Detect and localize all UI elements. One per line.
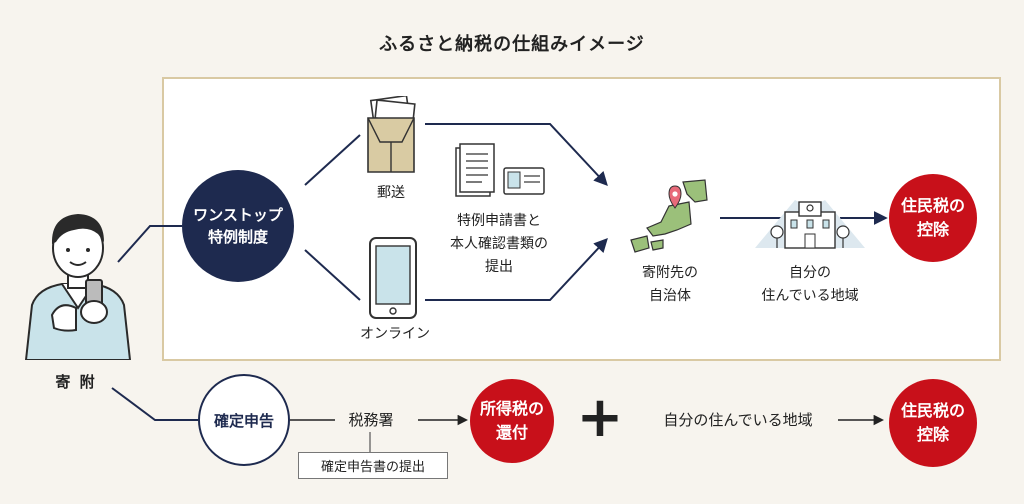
documents-id-icon xyxy=(455,143,545,197)
arrow-mail-municipality xyxy=(425,123,608,187)
line-onestop-online xyxy=(304,249,361,301)
tax-return-submit-box: 確定申告書の提出 xyxy=(298,452,448,479)
line-onestop-mail xyxy=(304,134,361,186)
municipality-label: 寄附先の 自治体 xyxy=(642,265,698,304)
online-label: オンライン xyxy=(360,326,430,342)
documents-label: 特例申請書と 本人確認書類の 提出 xyxy=(450,213,548,275)
resident-tax-top-circle: 住民税の 控除 xyxy=(889,174,977,262)
home-area-inline-label: 自分の住んでいる地域 xyxy=(663,411,813,429)
line-person-onestop xyxy=(117,225,182,263)
line-person-taxreturn xyxy=(111,387,198,421)
income-tax-refund-circle: 所得税の 還付 xyxy=(470,379,554,463)
japan-map-icon xyxy=(630,179,708,253)
plus-sign: + xyxy=(576,385,624,450)
envelope-icon xyxy=(367,96,416,173)
home-area-label: 自分の 住んでいる地域 xyxy=(761,265,859,304)
resident-tax-bottom-circle: 住民税の 控除 xyxy=(889,379,977,467)
donor-label: 寄 附 xyxy=(55,373,97,391)
onestop-circle: ワンストップ 特例制度 xyxy=(182,170,294,282)
tax-office-label: 税務署 xyxy=(348,411,394,429)
mail-label: 郵送 xyxy=(377,185,405,201)
person-illustration xyxy=(24,214,132,360)
page-title: ふるさと納税の仕組みイメージ xyxy=(379,34,645,55)
smartphone-icon xyxy=(369,237,417,319)
town-icon xyxy=(755,200,865,249)
tax-return-circle: 確定申告 xyxy=(198,374,290,466)
arrow-online-municipality xyxy=(425,237,608,301)
